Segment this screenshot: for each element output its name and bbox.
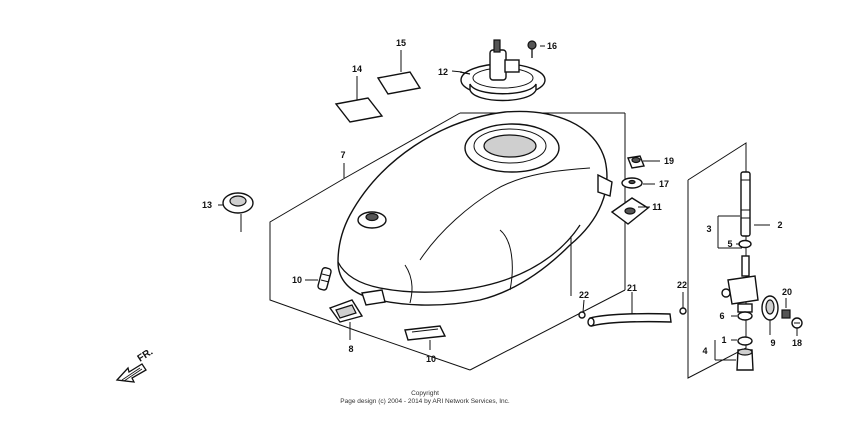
o-ring-1[interactable] (737, 336, 753, 346)
petcock-bracket (570, 142, 747, 379)
callout-2: 2 (777, 220, 782, 230)
callout-12: 12 (438, 67, 448, 77)
callout-11: 11 (652, 202, 662, 212)
leader-lines (343, 45, 798, 361)
petcock-body[interactable] (721, 255, 759, 313)
cup-4[interactable] (736, 348, 754, 371)
copyright-line-2: Page design (c) 2004 - 2014 by ARI Netwo… (340, 398, 510, 405)
callout-15: 15 (396, 38, 406, 48)
callout-8: 8 (348, 344, 353, 354)
callout-5: 5 (727, 239, 732, 249)
mount-11[interactable] (610, 197, 650, 225)
callout-10-left: 10 (292, 275, 302, 285)
callout-22-left: 22 (579, 290, 589, 300)
bolt-16[interactable] (527, 40, 537, 58)
callout-6: 6 (719, 311, 724, 321)
callout-13: 13 (202, 200, 212, 210)
callout-9: 9 (770, 338, 775, 348)
callout-numbers: 1 2 3 4 5 6 7 8 9 10 10 11 12 13 14 15 1… (202, 38, 802, 364)
o-ring-6[interactable] (737, 311, 753, 321)
clip-22-left[interactable] (578, 311, 586, 319)
callout-16: 16 (547, 41, 557, 51)
decal-14[interactable] (334, 97, 384, 123)
callout-21: 21 (627, 283, 637, 293)
rubber-10-left[interactable] (317, 267, 332, 291)
hose-21[interactable] (587, 312, 672, 327)
copyright-notice: Copyright Page design (c) 2004 - 2014 by… (340, 390, 510, 405)
callout-3: 3 (706, 224, 711, 234)
front-direction-indicator: FR. (115, 346, 156, 383)
callout-4: 4 (702, 346, 707, 356)
screw-18[interactable] (791, 317, 803, 329)
callout-20: 20 (782, 287, 792, 297)
washer-5[interactable] (738, 239, 752, 249)
nut-19[interactable] (627, 155, 645, 169)
callout-17: 17 (659, 179, 669, 189)
callout-14: 14 (352, 64, 362, 74)
callout-7: 7 (340, 150, 345, 160)
callout-22-right: 22 (677, 280, 687, 290)
pad-8[interactable] (328, 299, 364, 323)
grommet-13[interactable] (218, 192, 254, 214)
front-label: FR. (136, 346, 156, 364)
screw-20[interactable] (781, 309, 791, 319)
fuel-tank[interactable] (337, 110, 613, 306)
fuel-pipe-2[interactable] (740, 171, 751, 237)
callout-19: 19 (664, 156, 674, 166)
copyright-line-1: Copyright (411, 390, 439, 397)
clip-22-right[interactable] (679, 307, 687, 315)
knob-9[interactable] (761, 295, 779, 321)
washer-17[interactable] (621, 177, 643, 189)
callout-10-bottom: 10 (426, 354, 436, 364)
front-arrow-icon (115, 363, 147, 383)
fuel-cap[interactable] (459, 39, 546, 102)
rubber-10-bottom[interactable] (404, 325, 447, 341)
callout-18: 18 (792, 338, 802, 348)
callout-1: 1 (721, 335, 726, 345)
decal-15[interactable] (376, 71, 422, 95)
